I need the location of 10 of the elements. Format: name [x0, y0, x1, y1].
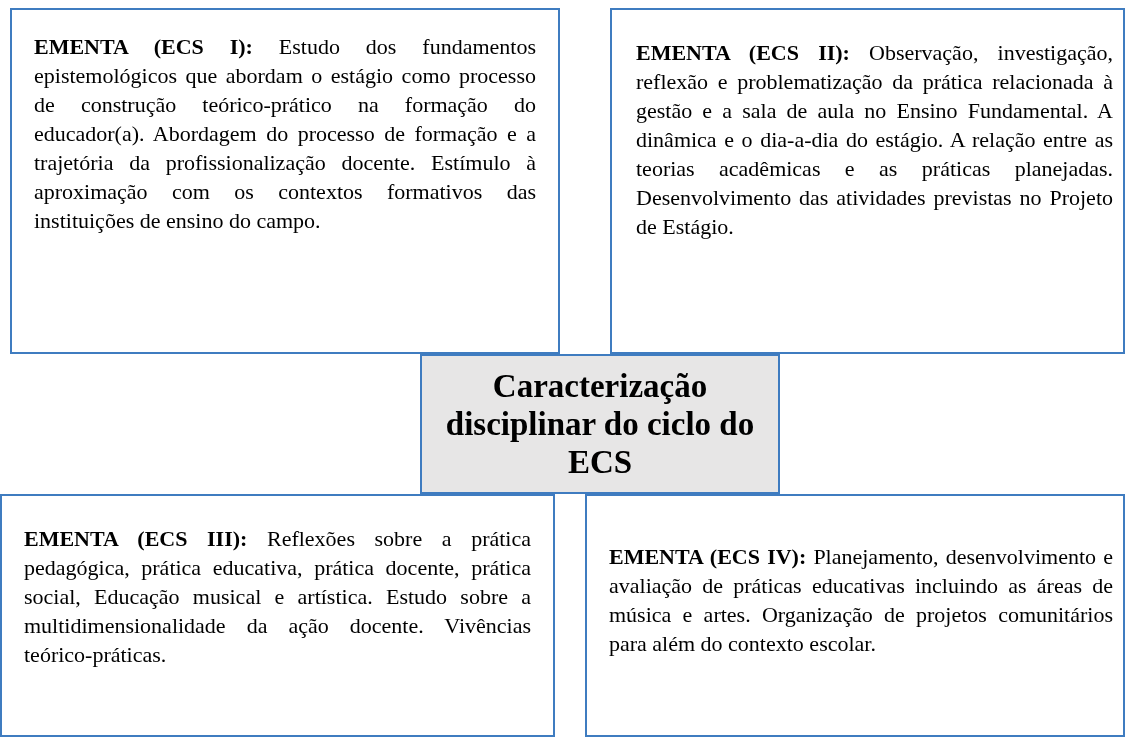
syllabus-text: EMENTA (ECS III): Reflexões sobre a prática pedagógica, prática educativa, prática docente, prática social, Educação musical e artística. Estudo sobre a multidimensionalidade da ação docente. Vivências teórico-práticas. [24, 525, 531, 669]
title-text: Caracterização disciplinar do ciclo do ECS [444, 367, 756, 481]
syllabus-text: EMENTA (ECS II): Observação, investigação, reflexão e problematização da prática relacionada à gestão e a sala de aula no Ensino Fundamental. A dinâmica e o dia-a-dia do estágio. A relação entre as teorias acadêmicas e as práticas planejadas. Desenvolvimento das atividades previstas no Projeto de Estágio. [636, 39, 1113, 241]
syllabus-box [0, 494, 555, 737]
syllabus-box [610, 8, 1125, 354]
syllabus-box [10, 8, 560, 354]
syllabus-box [585, 494, 1125, 737]
title-box [420, 354, 780, 494]
syllabus-text: EMENTA (ECS I): Estudo dos fundamentos epistemológicos que abordam o estágio como processo de construção teórico-prático na formação do educador(a). Abordagem do processo de formação e a trajetória da profissionalização docente. Estímulo à aproximação com os contextos formativos das instituições de ensino do campo. [34, 33, 536, 235]
syllabus-text: EMENTA (ECS IV): Planejamento, desenvolvimento e avaliação de práticas educativas incluindo as áreas de música e artes. Organização de projetos comunitários para além do contexto escolar. [609, 543, 1113, 658]
